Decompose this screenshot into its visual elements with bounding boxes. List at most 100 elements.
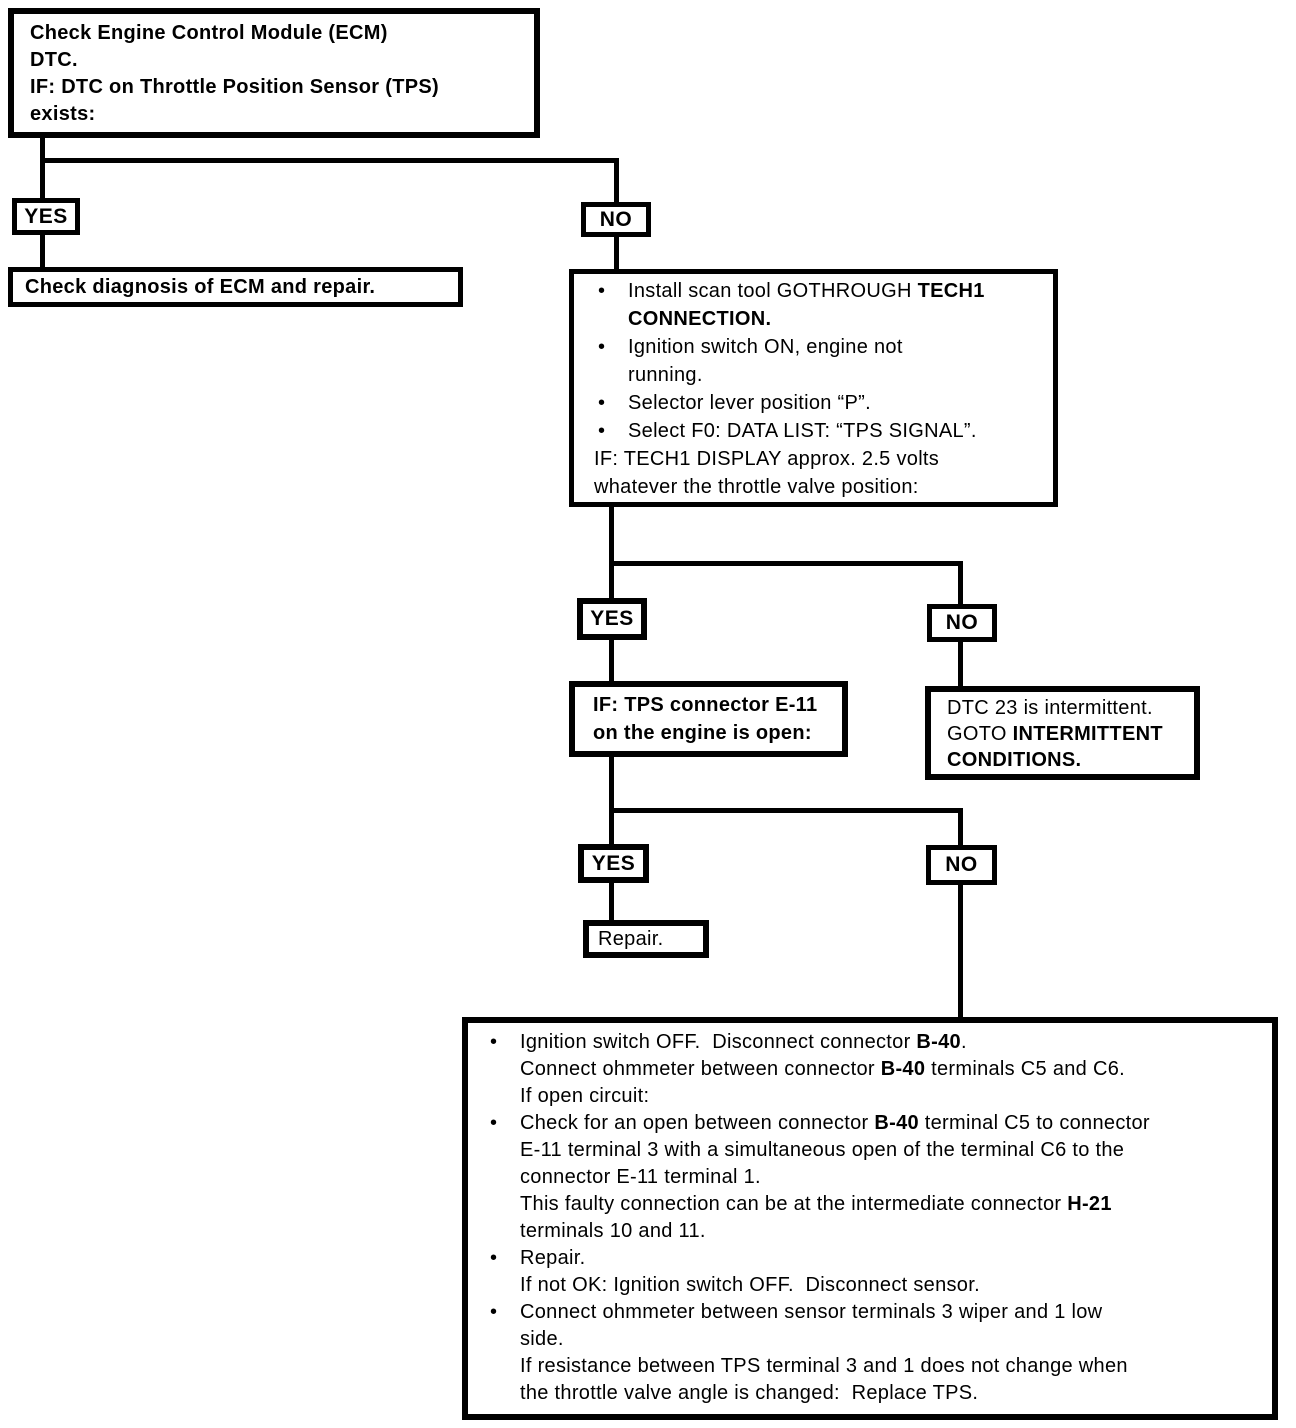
- text-segment: terminals C5 and C6.: [925, 1058, 1125, 1080]
- bullet-icon: •: [598, 392, 606, 414]
- start-node-check-ecm-dtc: Check Engine Control Module (ECM) DTC. I…: [8, 8, 540, 138]
- list-item: •Ignition switch OFF. Disconnect connect…: [468, 1029, 1258, 1056]
- text-segment: GOTO: [947, 723, 1013, 745]
- text-segment: IF: TECH1 DISPLAY approx. 2.5 volts: [594, 448, 940, 470]
- text-line: E-11 terminal 3 with a simultaneous open…: [468, 1137, 1258, 1164]
- connector-line: [609, 754, 614, 810]
- text-segment: H-21: [1067, 1193, 1112, 1215]
- connector-line: [609, 637, 614, 681]
- text-segment: Connect ohmmeter between sensor terminal…: [520, 1301, 1103, 1323]
- text-segment: running.: [628, 364, 703, 386]
- connector-line: [958, 639, 963, 686]
- text-line: exists:: [30, 103, 96, 125]
- text-line: Connect ohmmeter between sensor terminal…: [520, 1301, 1102, 1323]
- text-line: DTC.: [30, 49, 78, 71]
- text-line: Check for an open between connector B-40…: [520, 1112, 1150, 1134]
- dtc23-intermittent-node: DTC 23 is intermittent. GOTO INTERMITTEN…: [925, 686, 1200, 780]
- connector-line: [40, 132, 45, 198]
- text-line: Repair.: [520, 1247, 585, 1269]
- check-ecm-diagnosis-node: Check diagnosis of ECM and repair.: [8, 267, 463, 307]
- repair-node: Repair.: [583, 920, 709, 958]
- text-segment: B-40: [874, 1112, 919, 1134]
- text-line: running.: [574, 361, 1047, 389]
- connector-line: [958, 808, 963, 845]
- text-line: Check diagnosis of ECM and repair.: [25, 276, 376, 298]
- text-line: side.: [468, 1326, 1258, 1353]
- text-segment: B-40: [916, 1031, 961, 1053]
- bullet-icon: •: [598, 420, 606, 442]
- text-line: Ignition switch OFF. Disconnect connecto…: [520, 1031, 967, 1053]
- text-segment: This faulty connection can be at the int…: [520, 1193, 1068, 1215]
- connector-line: [614, 158, 619, 202]
- text-segment: Install scan tool GOTHROUGH: [628, 280, 918, 302]
- list-item: • Check for an open between connector B-4…: [468, 1110, 1258, 1137]
- text-line: If open circuit:: [468, 1083, 1258, 1110]
- yes-label-1: YES: [12, 198, 80, 235]
- text-line: If not OK: Ignition switch OFF. Disconne…: [468, 1272, 1258, 1299]
- ohmmeter-procedure-node: • Ignition switch OFF. Disconnect connect…: [462, 1017, 1278, 1420]
- text-line: Connect ohmmeter between connector B-40 …: [468, 1056, 1258, 1083]
- connector-line: [609, 879, 614, 920]
- tech1-procedure-node: • Install scan tool GOTHROUGH TECH1 CONNE…: [569, 269, 1058, 507]
- connector-line: [958, 561, 963, 604]
- text-segment: If not OK: Ignition switch OFF. Disconne…: [520, 1274, 980, 1296]
- text-line: whatever the throttle valve position:: [574, 473, 1047, 501]
- text-line: Repair.: [598, 928, 664, 950]
- text-segment: Ignition switch OFF. Disconnect connecto…: [520, 1031, 917, 1053]
- text-segment: the throttle valve angle is changed: Rep…: [520, 1382, 979, 1404]
- text-segment: E-11 terminal 3 with a simultaneous open…: [520, 1139, 1125, 1161]
- text-segment: Check for an open between connector: [520, 1112, 875, 1134]
- text-line: Install scan tool GOTHROUGH TECH1: [628, 280, 985, 302]
- connector-line: [40, 158, 619, 163]
- text-segment: If resistance between TPS terminal 3 and…: [520, 1355, 1128, 1377]
- connector-line: [958, 882, 963, 1017]
- text-line: Select F0: DATA LIST: “TPS SIGNAL”.: [628, 420, 977, 442]
- tps-connector-open-node: IF: TPS connector E-11 on the engine is …: [569, 681, 848, 757]
- text-segment: INTERMITTENT: [1012, 723, 1163, 745]
- connector-line: [609, 501, 614, 563]
- no-label-3: NO: [926, 845, 997, 885]
- text-segment: terminals 10 and 11.: [520, 1220, 706, 1242]
- text-segment: Ignition switch ON, engine not: [628, 336, 903, 358]
- text-line: GOTO INTERMITTENT: [947, 721, 1190, 747]
- text-segment: Connect ohmmeter between connector: [520, 1058, 881, 1080]
- list-item: • Repair.: [468, 1245, 1258, 1272]
- text-segment: Selector lever position “P”.: [628, 392, 871, 414]
- connector-line: [614, 232, 619, 269]
- text-segment: DTC 23 is intermittent.: [947, 697, 1153, 719]
- connector-line: [609, 808, 963, 813]
- text-line: DTC 23 is intermittent.: [947, 695, 1190, 721]
- text-segment: Select F0: DATA LIST: “TPS SIGNAL”.: [628, 420, 977, 442]
- text-line: Check Engine Control Module (ECM): [30, 22, 388, 44]
- list-item: • Selector lever position “P”.: [574, 389, 1047, 417]
- text-line: the throttle valve angle is changed: Rep…: [468, 1380, 1258, 1407]
- text-segment: CONNECTION.: [628, 308, 772, 330]
- bullet-icon: •: [490, 1247, 498, 1269]
- text-segment: .: [960, 1031, 967, 1053]
- bullet-icon: •: [598, 280, 606, 302]
- connector-line: [40, 230, 45, 267]
- list-item: •Connect ohmmeter between sensor termina…: [468, 1299, 1258, 1326]
- text-line: CONDITIONS.: [947, 747, 1190, 773]
- text-line: CONNECTION.: [574, 305, 1047, 333]
- text-segment: If open circuit:: [520, 1085, 650, 1107]
- text-segment: connector E-11 terminal 1.: [520, 1166, 761, 1188]
- yes-label-2: YES: [577, 598, 647, 640]
- list-item: • Select F0: DATA LIST: “TPS SIGNAL”.: [574, 417, 1047, 445]
- text-segment: Repair.: [520, 1247, 586, 1269]
- text-line: on the engine is open:: [593, 722, 812, 744]
- yes-label-3: YES: [578, 844, 649, 883]
- bullet-icon: •: [490, 1112, 498, 1134]
- text-segment: whatever the throttle valve position:: [594, 476, 919, 498]
- no-label-2: NO: [927, 604, 997, 642]
- text-segment: TECH1: [917, 280, 985, 302]
- connector-line: [609, 561, 963, 566]
- text-line: IF: DTC on Throttle Position Sensor (TPS…: [30, 76, 439, 98]
- text-line: Ignition switch ON, engine not: [628, 336, 903, 358]
- text-segment: terminal C5 to connector: [918, 1112, 1150, 1134]
- no-label-1: NO: [581, 202, 651, 237]
- text-segment: side.: [520, 1328, 564, 1350]
- list-item: •Ignition switch ON, engine not: [574, 333, 1047, 361]
- text-line: terminals 10 and 11.: [468, 1218, 1258, 1245]
- connector-line: [609, 561, 614, 598]
